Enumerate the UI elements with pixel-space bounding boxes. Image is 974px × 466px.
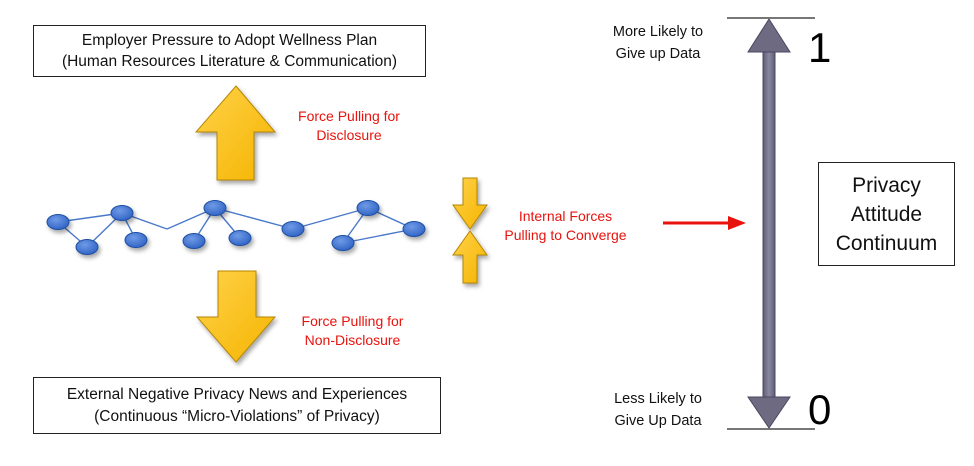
internal-forces-line2: Pulling to Converge: [504, 227, 627, 243]
network-graph-icon: [46, 200, 426, 255]
less-likely-label: Less Likely to Give Up Data: [583, 388, 733, 432]
network-node: [356, 200, 380, 216]
converging-arrows-icon: [452, 177, 488, 284]
non-disclosure-force-label: Force Pulling for Non-Disclosure: [280, 312, 425, 350]
disclosure-force-line1: Force Pulling for: [298, 108, 400, 124]
more-likely-line2: Give up Data: [615, 46, 701, 62]
network-node: [331, 235, 355, 251]
red-arrow-right-icon: [663, 216, 746, 230]
network-node: [203, 200, 227, 216]
network-node: [402, 221, 426, 237]
network-node: [110, 205, 134, 221]
network-node: [182, 233, 206, 249]
negative-news-box: External Negative Privacy News and Exper…: [33, 377, 441, 434]
employer-pressure-box: Employer Pressure to Adopt Wellness Plan…: [33, 25, 426, 77]
double-headed-arrow-icon: [747, 18, 791, 429]
employer-pressure-subtitle: (Human Resources Literature & Communicat…: [61, 53, 398, 70]
block-arrow-down-icon: [195, 270, 277, 363]
non-disclosure-force-line1: Force Pulling for: [301, 313, 404, 329]
less-likely-line2: Give Up Data: [614, 413, 702, 429]
continuum-label-line1: Privacy: [852, 173, 921, 197]
privacy-continuum-box: Privacy Attitude Continuum: [818, 162, 955, 266]
scale-min-value: 0: [808, 386, 832, 433]
block-arrow-up-icon: [194, 85, 277, 181]
internal-forces-line1: Internal Forces: [518, 208, 613, 224]
internal-forces-label: Internal Forces Pulling to Converge: [488, 207, 643, 245]
negative-news-title: External Negative Privacy News and Exper…: [66, 385, 408, 403]
scale-max-value: 1: [808, 24, 832, 71]
continuum-label-line3: Continuum: [835, 231, 938, 255]
network-node: [46, 214, 70, 230]
more-likely-label: More Likely to Give up Data: [583, 21, 733, 65]
network-node: [281, 221, 305, 237]
non-disclosure-force-line2: Non-Disclosure: [304, 332, 401, 348]
disclosure-force-label: Force Pulling for Disclosure: [278, 107, 420, 145]
negative-news-subtitle: (Continuous “Micro-Violations” of Privac…: [94, 407, 380, 425]
more-likely-line1: More Likely to: [612, 24, 704, 40]
disclosure-force-line2: Disclosure: [316, 127, 382, 143]
continuum-label-line2: Attitude: [850, 202, 923, 226]
employer-pressure-title: Employer Pressure to Adopt Wellness Plan: [81, 32, 378, 49]
network-node: [228, 230, 252, 246]
scale-end-ticks: [727, 17, 815, 430]
network-node: [75, 239, 99, 255]
less-likely-line1: Less Likely to: [614, 391, 702, 407]
network-node: [124, 232, 148, 248]
